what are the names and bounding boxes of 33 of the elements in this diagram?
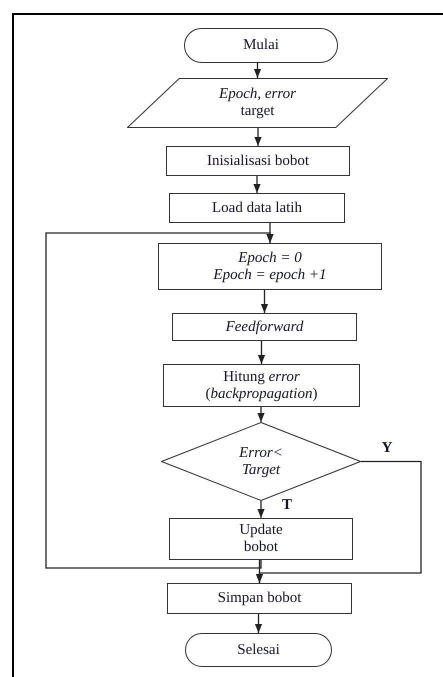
arrow [258,341,266,364]
arrow [253,176,261,193]
process-box [166,146,350,176]
node-text: Epoch, error target [218,86,297,120]
input-parallelogram [127,78,388,128]
arrow [256,560,264,583]
node-text: Epoch = 0 [238,250,302,266]
node-text: Mulai [243,37,279,54]
arrow [257,407,265,422]
node-text: Inisialisasi bobot [206,152,310,170]
arrow [45,232,274,569]
arrow [254,614,262,633]
terminal-shape [184,28,338,63]
process-box [169,518,353,560]
process-box [163,364,360,407]
node-text: Error< Target [238,444,284,478]
node-text: Hitung error (backpropagation) [204,368,318,402]
terminal-shape [185,633,332,667]
arrow [254,63,262,78]
node-text: Epoch = epoch +1 [213,266,327,284]
arrow [254,128,262,146]
decision-diamond [161,422,361,501]
process-box [158,243,382,290]
node-text: Simpan bobot [218,590,302,607]
arrow [257,501,265,518]
process-box [169,193,345,223]
node-text: Load data latih [212,200,302,216]
node-text: Update bobot [238,522,284,556]
process-box [172,313,357,341]
node-text: Feedforward [226,318,304,336]
arrow [260,290,268,313]
node-text: Selesai [237,642,280,658]
process-box [167,583,352,614]
